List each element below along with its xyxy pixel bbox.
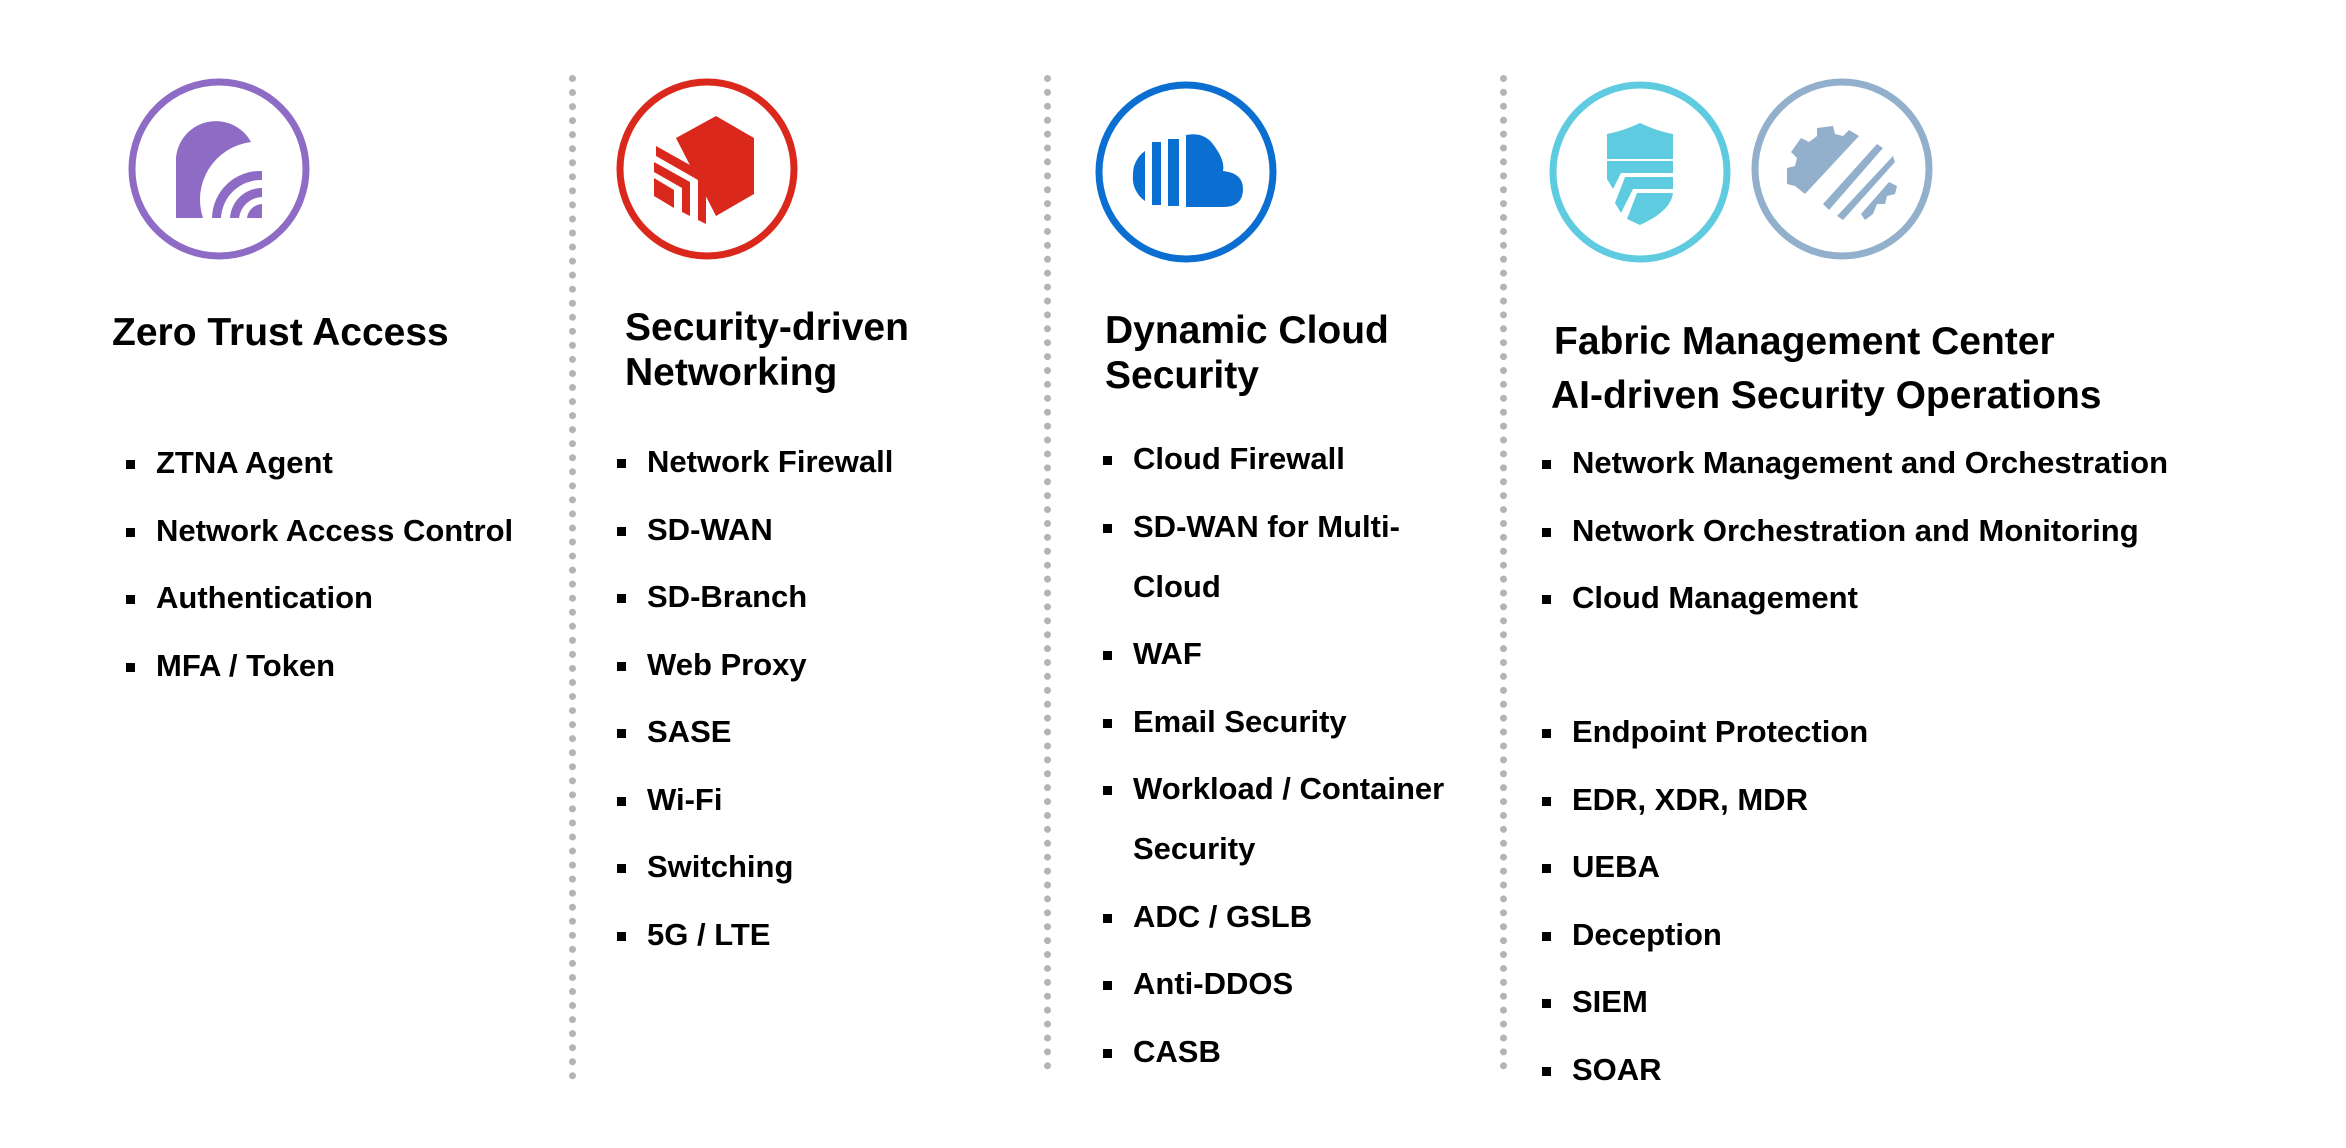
bullet-icon xyxy=(1103,718,1112,728)
shield-icon xyxy=(1549,81,1731,263)
list-item: 5G / LTE xyxy=(617,905,893,965)
list-item: SD-WAN for Multi-Cloud xyxy=(1103,497,1463,617)
column-title: Dynamic Cloud Security xyxy=(1105,308,1389,398)
bullet-icon xyxy=(617,864,626,873)
bullet-icon xyxy=(126,662,135,672)
list-item: Wi-Fi xyxy=(617,770,893,830)
bullet-icon xyxy=(1542,1066,1551,1076)
title-line: AI-driven Security Operations xyxy=(1551,374,2102,417)
bullet-icon xyxy=(1542,796,1551,806)
bullet-icon xyxy=(126,527,135,537)
list-item: Workload / Container Security xyxy=(1103,759,1493,879)
list-item: SASE xyxy=(617,702,893,762)
list-item: EDR, XDR, MDR xyxy=(1542,770,1868,830)
feature-list: ZTNA Agent Network Access Control Authen… xyxy=(126,433,513,703)
bullet-icon xyxy=(1103,651,1112,660)
bullet-icon xyxy=(617,594,626,603)
column-title: Security-driven Networking xyxy=(625,305,909,395)
bullet-icon xyxy=(1542,595,1551,604)
bullet-icon xyxy=(1103,786,1112,795)
bullet-icon xyxy=(1542,729,1551,738)
bullet-icon xyxy=(126,595,135,604)
list-item: Email Security xyxy=(1103,692,1493,752)
list-item: WAF xyxy=(1103,624,1493,684)
list-item: SD-Branch xyxy=(617,567,893,627)
list-item: SOAR xyxy=(1542,1040,1868,1100)
list-item: Deception xyxy=(1542,905,1868,965)
list-item: Network Access Control xyxy=(126,501,513,561)
bullet-icon xyxy=(1103,1048,1112,1058)
title-line: Security xyxy=(1105,354,1259,397)
bullet-icon xyxy=(617,459,626,468)
list-item: Network Orchestration and Monitoring xyxy=(1542,501,2168,561)
list-item: Cloud Firewall xyxy=(1103,429,1493,489)
zero-trust-access-icon xyxy=(128,78,310,260)
bullet-icon xyxy=(617,729,626,738)
list-item: Authentication xyxy=(126,568,513,628)
column-title: Zero Trust Access xyxy=(112,310,449,355)
list-item: CASB xyxy=(1103,1022,1493,1082)
bullet-icon xyxy=(1542,931,1551,941)
bullet-icon xyxy=(1542,864,1551,873)
column-title: Fabric Management Center AI-driven Secur… xyxy=(1551,315,2102,423)
gear-icon xyxy=(1751,78,1933,260)
list-item: ZTNA Agent xyxy=(126,433,513,493)
list-item: Web Proxy xyxy=(617,635,893,695)
list-item: Anti-DDOS xyxy=(1103,954,1493,1014)
list-item: Cloud Management xyxy=(1542,568,2168,628)
feature-list-secops: Endpoint Protection EDR, XDR, MDR UEBA D… xyxy=(1542,702,1868,1107)
feature-list-management: Network Management and Orchestration Net… xyxy=(1542,433,2168,636)
bullet-icon xyxy=(617,661,626,671)
title-line: Zero Trust Access xyxy=(112,311,449,354)
column-divider-1 xyxy=(569,75,576,1080)
list-item: Network Firewall xyxy=(617,432,893,492)
bullet-icon xyxy=(126,460,135,469)
feature-list: Cloud Firewall SD-WAN for Multi-Cloud WA… xyxy=(1103,429,1493,1089)
title-line: Fabric Management Center xyxy=(1554,320,2055,363)
feature-list: Network Firewall SD-WAN SD-Branch Web Pr… xyxy=(617,432,893,972)
column-divider-2 xyxy=(1044,75,1051,1070)
bullet-icon xyxy=(617,526,626,536)
list-item: Switching xyxy=(617,837,893,897)
list-item: ADC / GSLB xyxy=(1103,887,1493,947)
bullet-icon xyxy=(1103,523,1112,533)
title-line: Security-driven xyxy=(625,306,909,349)
column-divider-3 xyxy=(1500,75,1507,1070)
bullet-icon xyxy=(1103,456,1112,465)
list-item: Network Management and Orchestration xyxy=(1542,433,2168,493)
bullet-icon xyxy=(617,931,626,941)
list-item: SD-WAN xyxy=(617,500,893,560)
title-line: Dynamic Cloud xyxy=(1105,309,1389,352)
bullet-icon xyxy=(617,796,626,806)
bullet-icon xyxy=(1542,527,1551,537)
list-item: UEBA xyxy=(1542,837,1868,897)
bullet-icon xyxy=(1542,460,1551,469)
security-networking-icon xyxy=(616,78,798,260)
cloud-security-icon xyxy=(1095,81,1277,263)
list-item: MFA / Token xyxy=(126,636,513,696)
bullet-icon xyxy=(1542,999,1551,1008)
bullet-icon xyxy=(1103,913,1112,923)
title-line: Networking xyxy=(625,351,838,394)
list-item: SIEM xyxy=(1542,972,1868,1032)
bullet-icon xyxy=(1103,981,1112,990)
list-item: Endpoint Protection xyxy=(1542,702,1868,762)
